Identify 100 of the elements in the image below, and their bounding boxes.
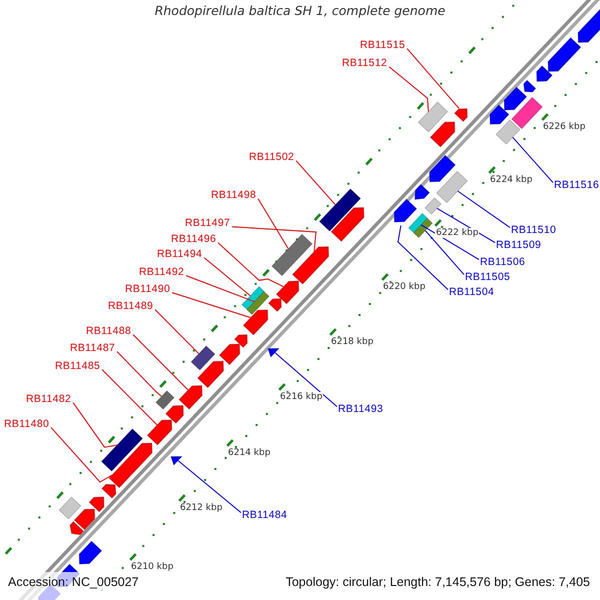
gene-pentagon: [536, 65, 553, 82]
gene-label: RB11487: [70, 342, 116, 354]
gene-box: [271, 234, 313, 276]
gene-label: RB11482: [26, 393, 72, 406]
gene-box: [241, 286, 265, 310]
gene-label: RB11488: [86, 325, 132, 338]
gene-label: RB11505: [465, 271, 510, 284]
leader-line: [397, 225, 448, 290]
scale-label: 6226 kbp: [542, 122, 586, 132]
leader-line: [274, 352, 338, 408]
leader-line: [50, 427, 112, 483]
gene-pentagon: [548, 37, 582, 72]
gene-label: RB11506: [480, 256, 526, 268]
leader-line: [512, 136, 554, 184]
gene-pentagon: [197, 360, 224, 388]
leader-line: [132, 334, 189, 390]
gene-box: [155, 390, 175, 410]
gene-triangle: [170, 456, 183, 466]
scale-label: 6216 kbp: [279, 392, 324, 402]
leader-line: [116, 351, 162, 397]
gene-box: [319, 188, 361, 232]
scale-label: 6218 kbp: [330, 337, 374, 348]
scale-label: 6220 kbp: [382, 282, 426, 292]
leader-line: [406, 48, 460, 109]
gene-triangle: [267, 348, 280, 358]
leader-line: [172, 292, 252, 318]
gene-label: RB11515: [360, 39, 406, 52]
gene-box: [511, 96, 543, 130]
gene-box: [413, 218, 433, 238]
gene-box: [424, 197, 442, 215]
gene-box: [418, 102, 448, 132]
gene-pentagon: [292, 246, 330, 285]
gene-label: RB11504: [449, 286, 494, 298]
scale-label: 6224 kbp: [489, 175, 534, 186]
leader-line: [232, 226, 317, 252]
diagram-title: Rhodopirellula baltica SH 1, complete genome: [154, 4, 446, 18]
leader-line: [424, 230, 464, 276]
gene-pentagon: [74, 508, 96, 530]
gene-box: [496, 120, 520, 144]
leader-line: [296, 160, 336, 206]
gene-label: RB11510: [511, 224, 556, 236]
footer-text: Accession: NC_005027: [8, 575, 139, 590]
gene-pentagon: [394, 198, 418, 222]
gene-label: RB11498: [211, 189, 256, 202]
gene-pentagon: [429, 154, 456, 182]
gene-pentagon: [242, 310, 268, 336]
gene-pentagon: [330, 207, 364, 242]
gene-box: [58, 496, 82, 520]
scale-label: 6210 kbp: [130, 562, 174, 572]
leader-line: [218, 242, 284, 288]
gene-label: RB11516: [554, 179, 600, 192]
gene-label: RB11494: [157, 248, 202, 260]
gene-pentagon: [178, 385, 203, 410]
gene-pentagon: [454, 108, 468, 122]
leader-line: [102, 369, 158, 426]
gene-box: [436, 170, 468, 204]
gene-label: RB11484: [242, 509, 288, 522]
gene-pentagon: [165, 405, 184, 424]
gene-box: [101, 428, 143, 472]
gene-label: RB11497: [185, 217, 230, 230]
gene-pentagon: [414, 184, 430, 200]
leader-line: [388, 66, 429, 112]
leader-line: [186, 275, 255, 302]
scale-label: 6222 kbp: [435, 228, 480, 238]
leader-line: [72, 402, 118, 448]
gene-box: [408, 212, 428, 234]
gene-label: RB11492: [139, 266, 184, 278]
gene-pentagon: [108, 442, 152, 488]
gene-label: RB11502: [249, 151, 294, 164]
leader-line: [457, 190, 510, 228]
gene-pentagon: [276, 280, 300, 304]
gene-pentagon: [234, 334, 248, 348]
gene-label: RB11480: [4, 418, 50, 430]
leader-line: [436, 208, 496, 244]
gene-pentagon: [88, 496, 104, 512]
gene-box: [246, 291, 270, 315]
gene-pentagon: [146, 420, 172, 446]
gene-label: RB11512: [342, 57, 388, 70]
gene-label: RB11490: [125, 283, 170, 296]
gene-pentagon: [504, 86, 528, 110]
gene-box: [190, 345, 216, 371]
gene-label: RB11489: [108, 300, 154, 312]
gene-pentagon: [523, 80, 536, 92]
footer-text: Topology: circular; Length: 7,145,576 bp; Genes: 7,405: [286, 575, 590, 590]
leader-line: [258, 198, 289, 250]
leader-line: [204, 257, 251, 296]
gene-pentagon: [430, 122, 456, 148]
leader-line: [178, 460, 242, 514]
scale-label: 6212 kbp: [179, 503, 224, 514]
gene-pentagon: [578, 8, 600, 43]
leader-line: [420, 224, 480, 260]
scale-label: 6214 kbp: [227, 448, 272, 458]
gene-label: RB11493: [338, 403, 384, 416]
gene-label: RB11509: [496, 239, 542, 252]
gene-pentagon: [78, 540, 102, 564]
gene-label: RB11496: [171, 233, 216, 246]
gene-label: RB11485: [55, 360, 100, 372]
gene-pentagon: [101, 484, 116, 499]
leader-line: [154, 309, 200, 354]
gene-pentagon: [218, 344, 240, 366]
